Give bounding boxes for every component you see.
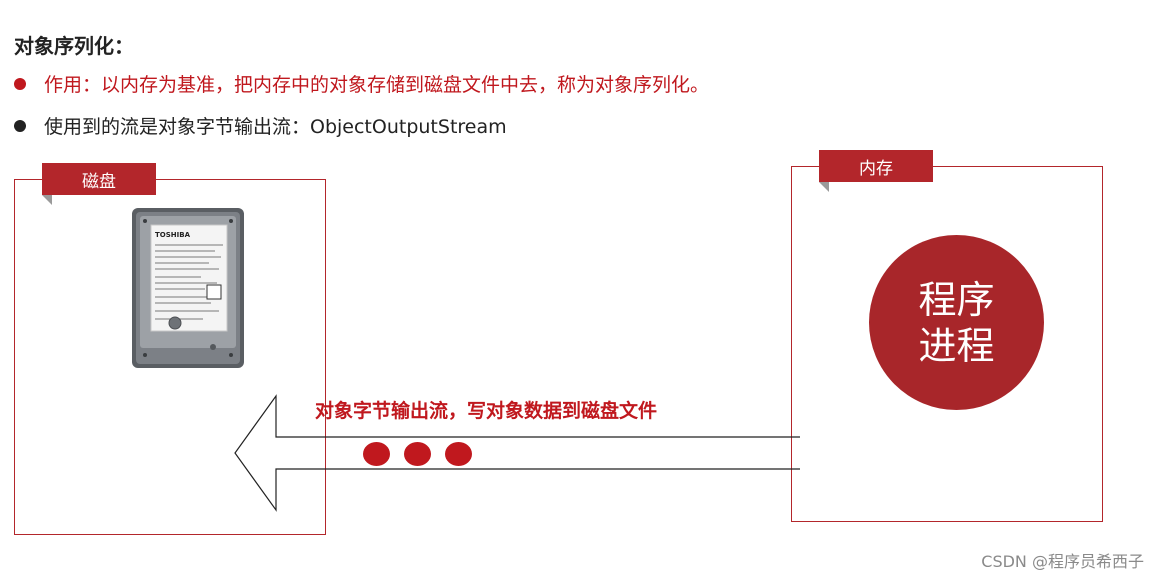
section-heading: 对象序列化： [14, 34, 134, 58]
bullet-purpose: 作用：以内存为基准，把内存中的对象存储到磁盘文件中去，称为对象序列化。 [14, 70, 709, 97]
disk-panel-tab: 磁盘 [42, 163, 156, 195]
memory-tab-fold [819, 182, 829, 192]
left-arrow-icon [234, 394, 800, 512]
flow-dot [445, 442, 472, 466]
arrow-label: 对象字节输出流，写对象数据到磁盘文件 [315, 400, 658, 422]
bullet-purpose-text: 作用：以内存为基准，把内存中的对象存储到磁盘文件中去，称为对象序列化。 [44, 74, 710, 96]
memory-panel [791, 166, 1103, 522]
disk-tab-fold [42, 195, 52, 205]
disk-panel [14, 179, 326, 535]
flow-dot [404, 442, 431, 466]
process-line-1: 程序 [918, 277, 995, 322]
flow-dot [363, 442, 390, 466]
hard-drive-icon: TOSHIBA [132, 208, 244, 368]
program-process-circle: 程序 进程 [869, 235, 1044, 410]
bullet-stream-text: 使用到的流是对象字节输出流：ObjectOutputStream [44, 116, 507, 138]
process-line-2: 进程 [918, 323, 995, 368]
bullet-stream: 使用到的流是对象字节输出流：ObjectOutputStream [14, 112, 507, 139]
hdd-brand-text: TOSHIBA [155, 231, 191, 239]
bullet-dot-icon [14, 77, 26, 90]
watermark: CSDN @程序员希西子 [981, 552, 1144, 571]
bullet-dot-icon [14, 119, 26, 132]
memory-panel-tab: 内存 [819, 150, 933, 182]
